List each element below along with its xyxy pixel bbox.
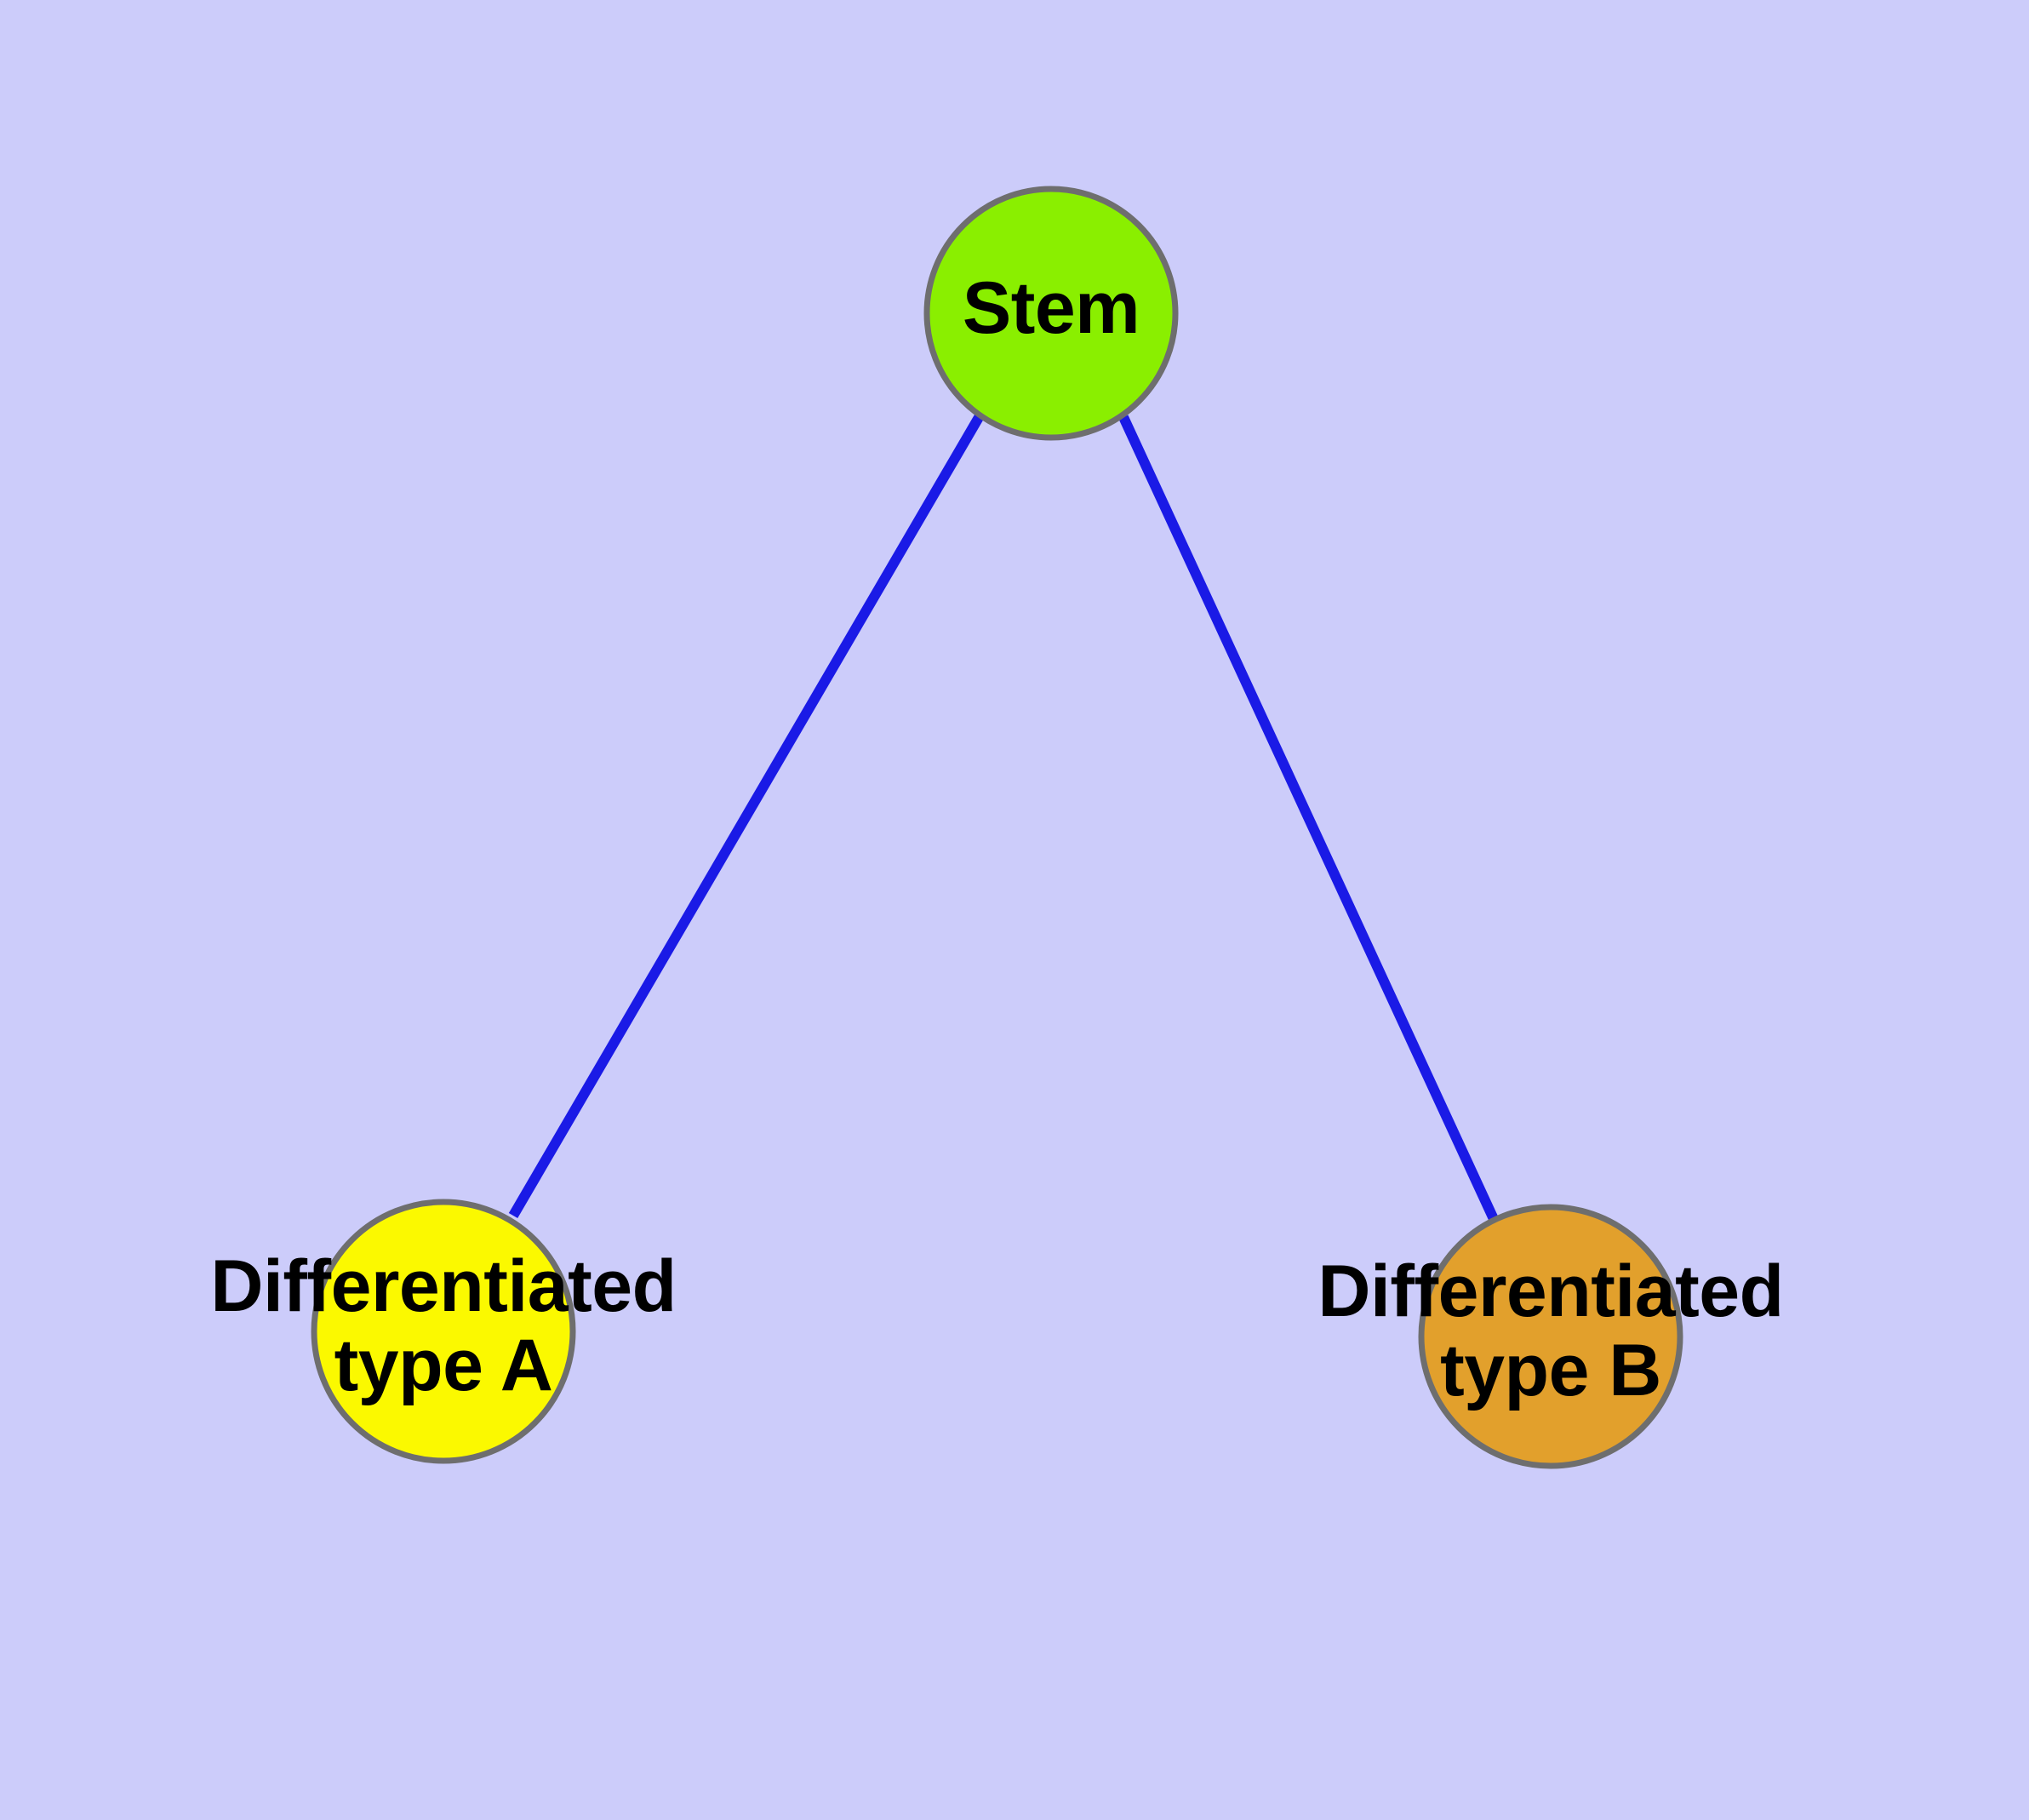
graph-node-stem[interactable] (923, 186, 1179, 441)
edge-layer (508, 411, 1499, 1222)
graph-node-diff-a[interactable] (311, 1199, 576, 1464)
graph-node-diff-b[interactable] (1418, 1204, 1683, 1469)
graph-edge-stem-to-diff-b[interactable] (1118, 415, 1499, 1222)
graph-edge-stem-to-diff-a[interactable] (508, 411, 986, 1219)
node-layer (311, 186, 1683, 1469)
